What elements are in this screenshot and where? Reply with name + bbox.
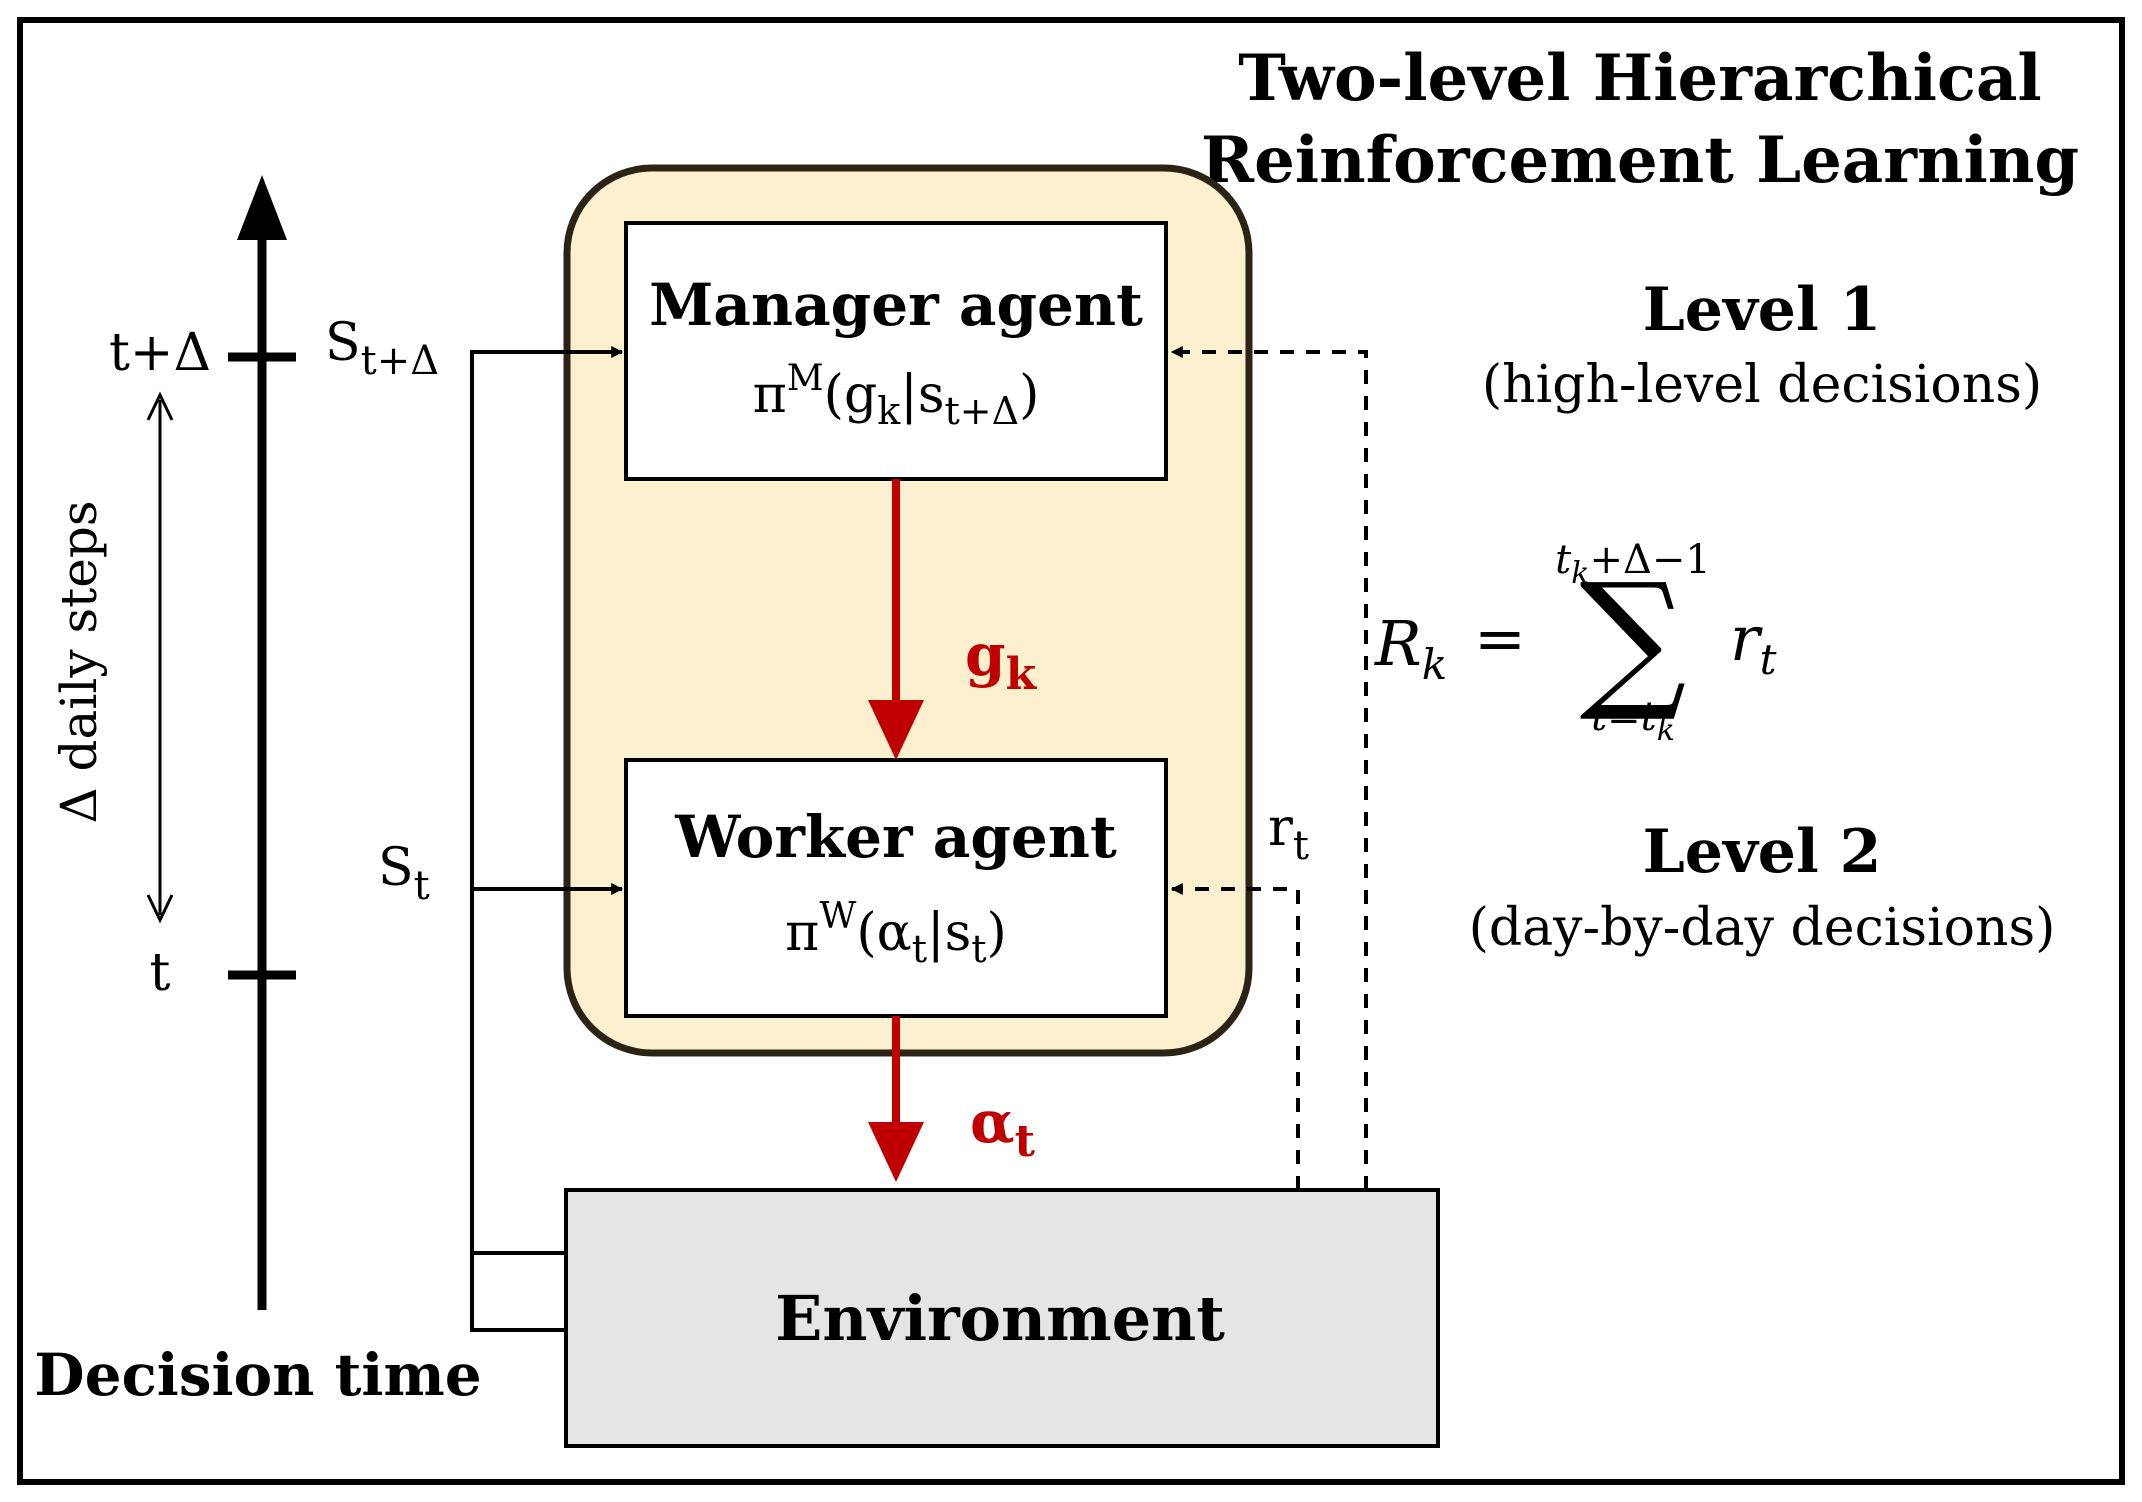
environment-box [564, 1188, 1440, 1448]
tick-bottom-label: t [150, 943, 171, 1003]
title-line-1: Two-level Hierarchical [1238, 41, 2041, 116]
delta-span-arrow-bottom [146, 894, 174, 924]
manager-box [624, 221, 1168, 481]
manager-policy: πM(gk|st+Δ) [753, 358, 1040, 433]
reward-line-manager [1170, 346, 1368, 1190]
tick-top-label: t+Δ [109, 323, 211, 383]
formula-summand: rt [1730, 602, 1777, 684]
environment-label: Environment [775, 1282, 1225, 1355]
manager-title: Manager agent [649, 271, 1143, 339]
delta-span-arrow-top [146, 391, 174, 421]
delta-daily-steps-label: Δ daily steps [50, 501, 108, 824]
state-lower-label: St [378, 838, 430, 909]
level-1-desc: (high-level decisions) [1482, 355, 2042, 415]
state-feedback-lower [470, 883, 624, 1332]
formula-lhs: Rk [1374, 607, 1447, 689]
reward-label: rt [1268, 798, 1309, 869]
timeline-arrow-head [237, 175, 287, 240]
worker-policy: πW(αt|st) [785, 896, 1007, 971]
level-1-title: Level 1 [1643, 275, 1882, 345]
action-arrow-head [868, 1122, 924, 1182]
decision-time-label: Decision time [34, 1341, 481, 1409]
formula-upper-limit: tk+Δ−1 [1555, 537, 1711, 591]
goal-arrow-head [868, 700, 924, 760]
state-feedback-upper [470, 346, 624, 1255]
formula-lower-limit: t=tk [1591, 694, 1675, 748]
worker-box [624, 758, 1168, 1018]
action-signal-label: αt [970, 1088, 1036, 1167]
state-upper-label: St+Δ [325, 313, 439, 384]
worker-title: Worker agent [674, 803, 1117, 871]
formula-sigma: ∑ [1579, 552, 1686, 726]
formula-equals: = [1474, 602, 1526, 675]
goal-signal-label: gk [965, 621, 1038, 700]
level-2-desc: (day-by-day decisions) [1469, 898, 2056, 958]
level-2-title: Level 2 [1643, 817, 1882, 887]
title-line-2: Reinforcement Learning [1201, 123, 2079, 198]
